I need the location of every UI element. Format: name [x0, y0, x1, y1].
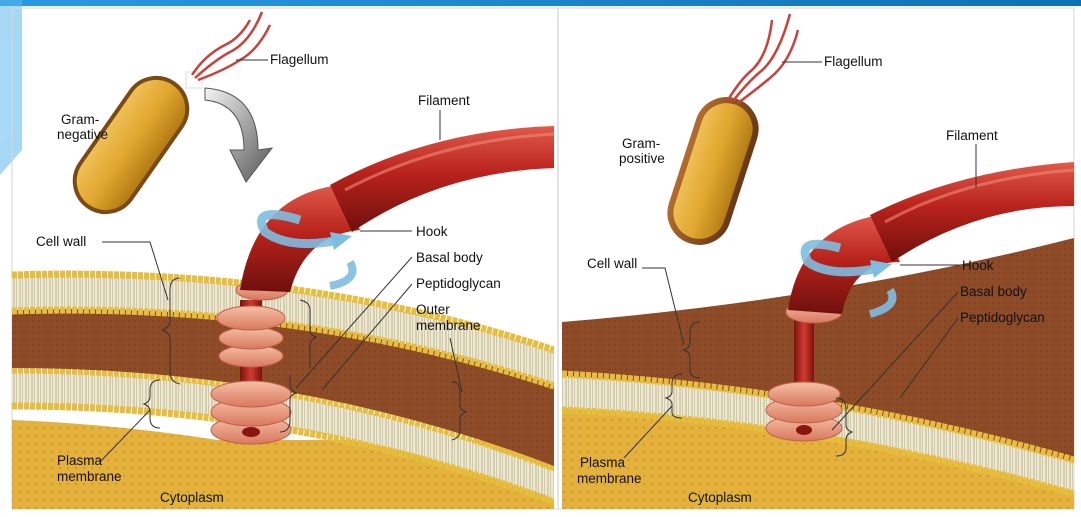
label-outer-membrane-line2: membrane [416, 318, 481, 333]
label-cell-wall-right: Cell wall [587, 256, 637, 271]
label-plasma-membrane-left-line2: membrane [57, 469, 122, 484]
label-gram-positive-line1: Gram- [622, 136, 660, 151]
label-outer-membrane-line1: Outer [416, 302, 450, 317]
label-basal-body-right: Basal body [960, 284, 1027, 299]
label-gram-positive-line2: positive [619, 151, 665, 166]
label-peptidoglycan-right: Peptidoglycan [960, 310, 1045, 325]
label-filament-right: Filament [946, 128, 998, 143]
label-filament-left: Filament [418, 93, 470, 108]
label-plasma-membrane-right-line2: membrane [577, 471, 642, 486]
label-gram-negative-line1: Gram- [61, 112, 99, 127]
label-plasma-membrane-right-line1: Plasma [580, 455, 626, 470]
label-peptidoglycan-left: Peptidoglycan [416, 276, 501, 291]
label-cytoplasm-right: Cytoplasm [688, 490, 752, 505]
label-cytoplasm-left: Cytoplasm [160, 490, 224, 505]
label-hook-right: Hook [962, 258, 994, 273]
label-gram-negative-line2: negative [57, 127, 108, 142]
label-flagellum-left: Flagellum [270, 52, 329, 67]
label-basal-body-left: Basal body [416, 250, 483, 265]
label-plasma-membrane-left-line1: Plasma [57, 453, 103, 468]
label-flagellum-right: Flagellum [824, 54, 883, 69]
label-hook-left: Hook [416, 224, 448, 239]
label-cell-wall-left: Cell wall [36, 234, 86, 249]
